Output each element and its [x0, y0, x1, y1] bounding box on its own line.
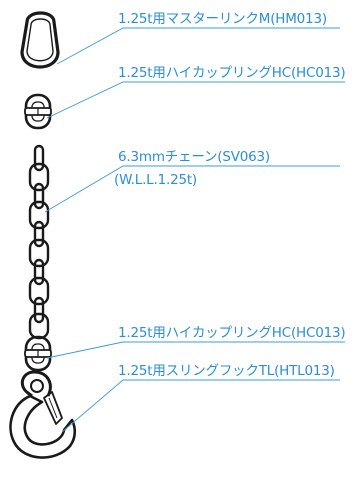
chain-icon	[28, 144, 50, 340]
chain-label: 6.3mmチェーン(SV063)	[118, 149, 271, 165]
master-link-label: 1.25t用マスターリンクM(HM013)	[118, 11, 327, 27]
chain-sublabel: (W.L.L.1.25t)	[114, 172, 198, 188]
coupler-top-icon	[24, 93, 52, 130]
leader-line-hook	[61, 379, 340, 433]
coupler-top-label: 1.25t用ハイカップリングHC(HC013)	[118, 65, 346, 81]
leader-line-master-link	[56, 27, 340, 65]
coupler-bottom-icon	[24, 335, 52, 372]
coupler-bottom-label: 1.25t用ハイカップリングHC(HC013)	[118, 325, 346, 341]
hook-label: 1.25t用スリングフックTL(HTL013)	[118, 363, 335, 379]
leader-line-coupler-top	[46, 81, 345, 119]
master-link-icon	[20, 11, 60, 69]
leader-lines	[44, 27, 345, 433]
leader-line-chain	[44, 165, 340, 213]
leader-line-coupler-bottom	[46, 341, 345, 359]
hook-icon	[9, 370, 77, 459]
